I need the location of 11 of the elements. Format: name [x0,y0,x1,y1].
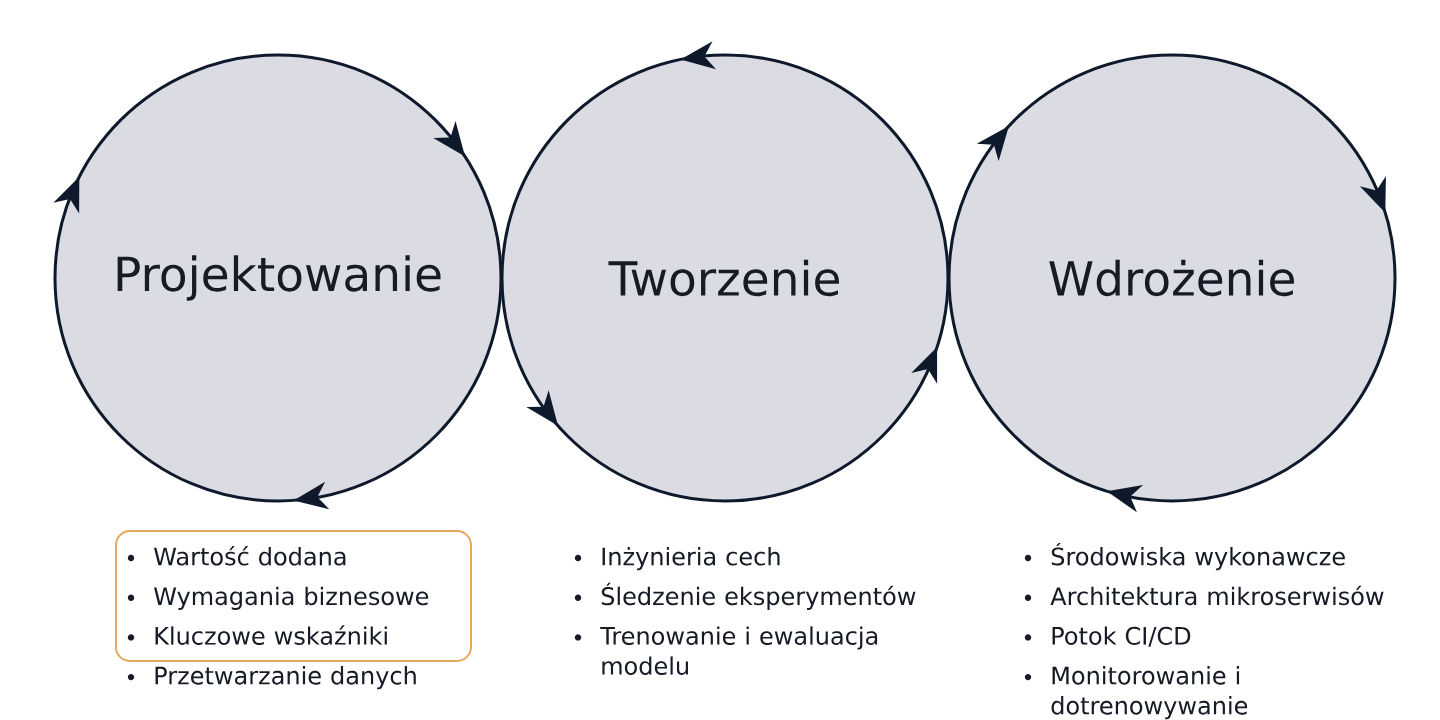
list-item: Kluczowe wskaźniki [155,625,387,645]
highlight-box [115,530,472,662]
list-item: Monitorowanie i dotrenowywanie [1051,666,1248,720]
list-item: Potok CI/CD [1052,626,1191,647]
list-item: Śledzenie eksperymentów [601,582,916,610]
list-item: Architektura mikroserwisów [1050,585,1384,606]
list-item: Trenowanie i ewaluacja modelu [600,626,878,675]
list-item: Inżynieria cech [602,547,780,571]
list-item: Wymagania biznesowe [154,586,429,610]
list-item: Wartość dodana [154,545,346,566]
list-item: Środowiska wykonawcze [1051,542,1345,571]
